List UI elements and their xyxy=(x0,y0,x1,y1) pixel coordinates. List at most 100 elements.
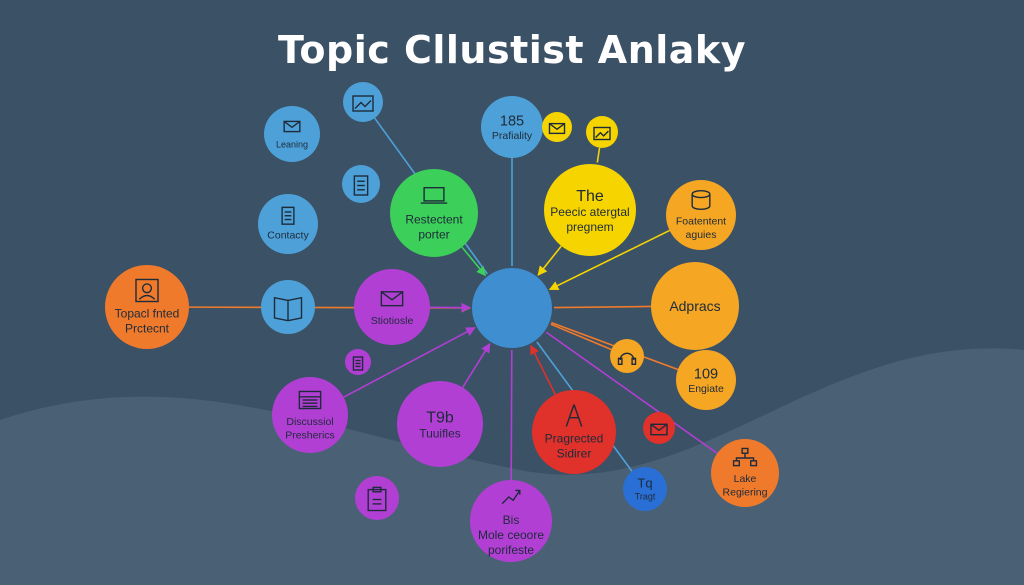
node-book-small[interactable] xyxy=(261,280,315,334)
node-foatentent-label-0: Foatentent xyxy=(676,215,726,227)
node-image-yellow[interactable] xyxy=(586,116,618,148)
node-mole-circle xyxy=(470,480,552,562)
node-doc-small-circle xyxy=(342,165,380,203)
edge-pragrected-hub xyxy=(530,344,556,395)
node-tq-circle xyxy=(623,467,667,511)
email-icon xyxy=(283,120,301,133)
calendar-icon xyxy=(298,390,322,410)
node-purple-small[interactable] xyxy=(345,349,371,375)
edge-discussion-hub xyxy=(343,326,476,398)
email-icon xyxy=(650,423,668,436)
edge-research-hub xyxy=(461,246,486,277)
image-icon xyxy=(352,95,374,112)
node-t9b-label-1: Tuuifles xyxy=(419,427,461,441)
node-topical-circle xyxy=(105,265,189,349)
document-icon xyxy=(353,175,369,196)
node-topical-label-1: Prctecnt xyxy=(125,322,170,336)
node-image-small[interactable] xyxy=(343,82,383,122)
node-discussion-label-0: Discussiol xyxy=(286,416,333,428)
email-icon xyxy=(548,122,566,135)
node-headphones-circle xyxy=(610,339,644,373)
node-mole-label-2: porifeste xyxy=(488,543,534,557)
document-icon xyxy=(281,206,295,225)
node-mole-label-1: Mole ceoore xyxy=(478,528,544,542)
node-learning[interactable]: Leaning xyxy=(264,106,320,162)
node-n109-label-0: 109 xyxy=(694,367,718,383)
node-contacty[interactable]: Contacty xyxy=(258,194,318,254)
node-contacty-label-0: Contacty xyxy=(267,230,309,242)
compass-icon xyxy=(565,404,583,427)
node-n185-label-1: Prafiality xyxy=(492,130,533,142)
node-stiotiosle-label-0: Stiotiosle xyxy=(371,315,414,327)
node-lake-label-0: Lake xyxy=(734,473,757,485)
edge-mole-hub xyxy=(510,349,513,481)
laptop-icon xyxy=(420,186,448,204)
node-stiotiosle[interactable]: Stiotiosle xyxy=(354,269,430,345)
node-hub[interactable] xyxy=(472,268,552,348)
node-headphones[interactable] xyxy=(610,339,644,373)
edge-t9b-hub xyxy=(461,342,491,388)
node-the-circle xyxy=(544,164,636,256)
node-mail-yellow-circle xyxy=(542,112,572,142)
node-mail-yellow[interactable] xyxy=(542,112,572,142)
diagram-title: Topic Cllustist Anlaky xyxy=(278,28,746,72)
node-image-small-circle xyxy=(343,82,383,122)
edge-the-hub xyxy=(537,245,562,276)
node-mail-red[interactable] xyxy=(643,412,675,444)
edge-headphones-hub xyxy=(550,323,612,351)
node-tq-label-0: Tq xyxy=(637,476,652,491)
node-adpracs[interactable]: Adpracs xyxy=(651,262,739,350)
node-learning-circle xyxy=(264,106,320,162)
chart-icon xyxy=(501,489,521,505)
node-topical-label-0: Topacl fnted xyxy=(115,307,180,321)
node-stiotiosle-circle xyxy=(354,269,430,345)
database-icon xyxy=(691,189,711,211)
node-tq-label-1: Tragt xyxy=(635,492,656,502)
node-foatentent-circle xyxy=(666,180,736,250)
node-clipboard[interactable] xyxy=(355,476,399,520)
node-pragrected-label-1: Sidirer xyxy=(557,447,592,461)
node-clipboard-circle xyxy=(355,476,399,520)
edge-adpracs-hub xyxy=(553,305,652,309)
node-doc-small[interactable] xyxy=(342,165,380,203)
node-discussion-label-1: Presherics xyxy=(285,430,335,442)
clipboard-icon xyxy=(367,486,387,512)
node-n185-label-0: 185 xyxy=(500,114,524,130)
node-adpracs-label-0: Adpracs xyxy=(669,298,720,314)
email-icon xyxy=(380,291,404,307)
node-lake-label-1: Regiering xyxy=(723,487,768,499)
node-pragrected-label-0: Pragrected xyxy=(545,432,604,446)
edge-lake-hub xyxy=(545,331,718,455)
node-n109-circle xyxy=(676,350,736,410)
node-mail-red-circle xyxy=(643,412,675,444)
node-image-yellow-circle xyxy=(586,116,618,148)
node-n185-circle xyxy=(481,96,543,158)
image-icon xyxy=(593,126,611,141)
node-n109-label-1: Engiate xyxy=(688,383,724,395)
edge-image-yellow-the xyxy=(596,147,601,163)
node-mole-label-0: Bis xyxy=(503,513,520,527)
background-wave xyxy=(0,348,1024,585)
book-icon xyxy=(273,296,303,322)
node-t9b-circle xyxy=(397,381,483,467)
node-learning-label-0: Leaning xyxy=(276,139,308,149)
node-discussion-circle xyxy=(272,377,348,453)
network-icon xyxy=(732,447,758,467)
node-adpracs-circle xyxy=(651,262,739,350)
document-icon xyxy=(352,356,364,371)
